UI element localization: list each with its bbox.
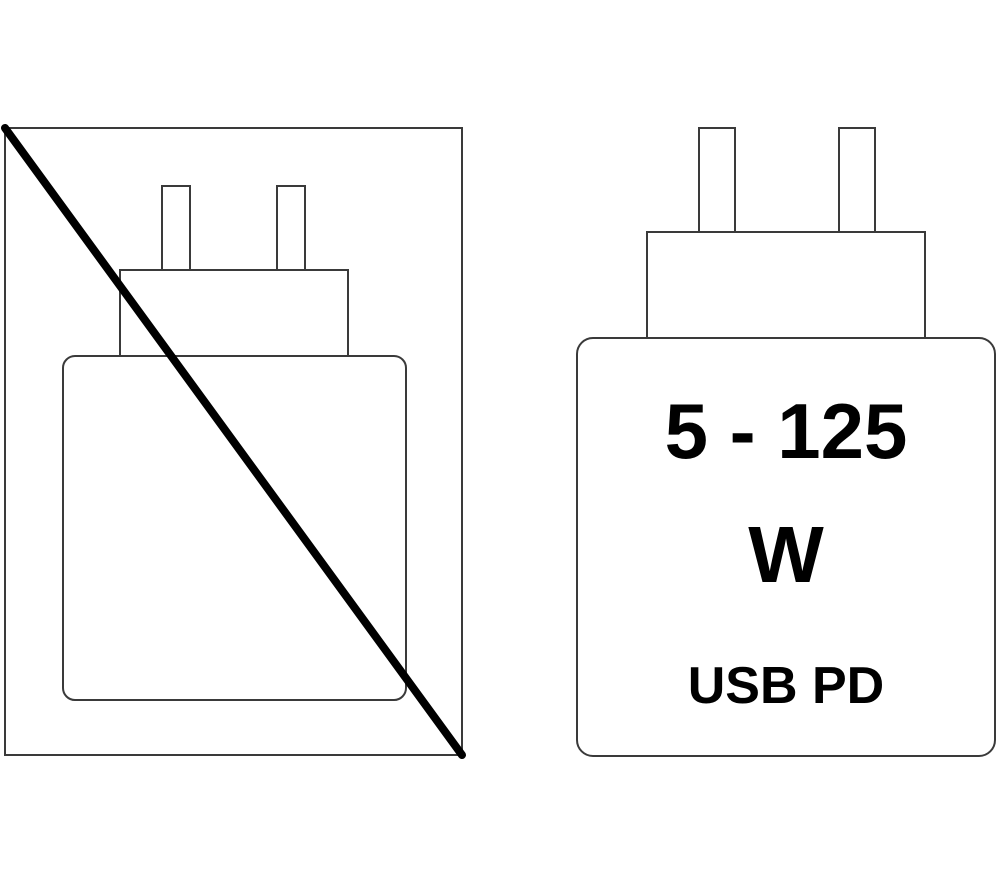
usb-pd-charger-icon: 5 - 125 W USB PD [576, 127, 996, 757]
power-range-label: 5 - 125 [665, 387, 908, 475]
power-unit-label: W [748, 510, 824, 599]
plug-pin-right [838, 127, 876, 235]
charger-body [576, 337, 996, 757]
plug-pin-left [698, 127, 736, 235]
plug-neck [646, 231, 926, 341]
strike-through-line [1, 124, 466, 759]
charger-body [62, 355, 407, 701]
charger-not-included-icon [1, 124, 466, 759]
plug-pin-left [161, 185, 191, 273]
usb-pd-standard-label: USB PD [688, 657, 884, 715]
package-frame [4, 127, 463, 756]
plug-neck [119, 269, 349, 359]
plug-pin-right [276, 185, 306, 273]
